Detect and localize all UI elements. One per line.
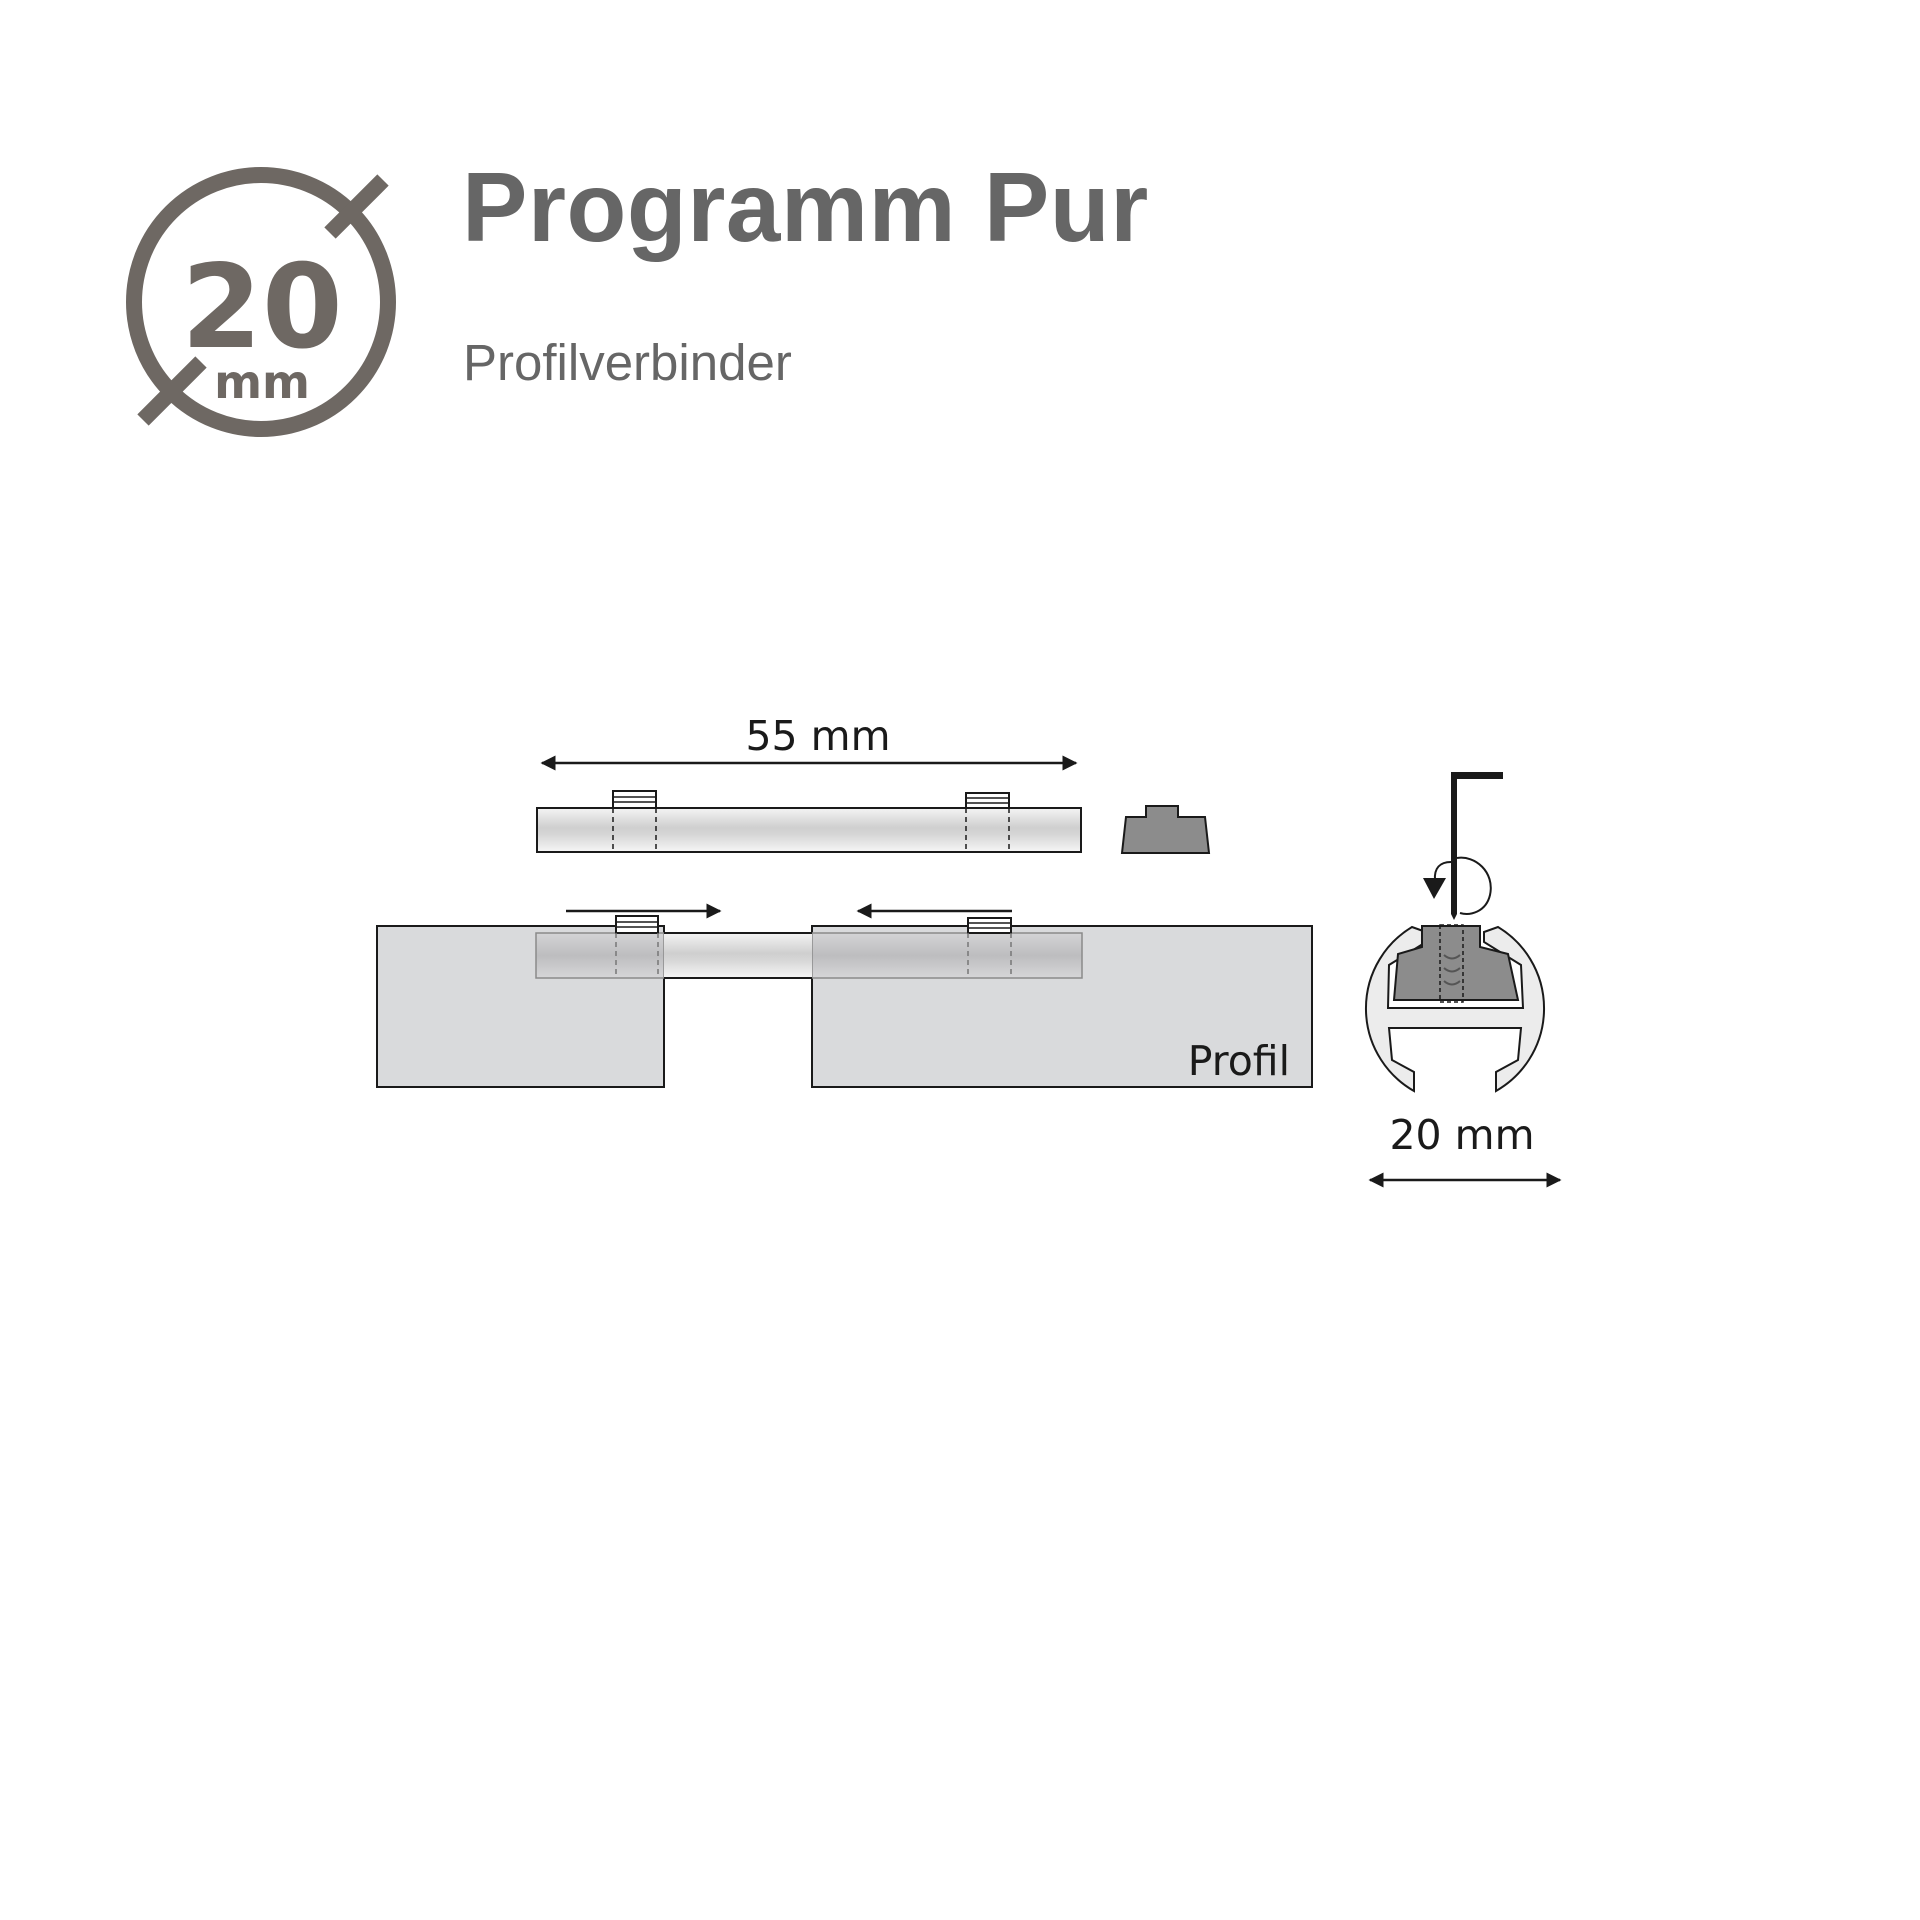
page-subtitle: Profilverbinder	[463, 334, 792, 391]
profile-label: Profil	[1188, 1037, 1290, 1085]
page-title: Programm Pur	[462, 152, 1149, 262]
set-screw-icon	[612, 790, 657, 852]
rotate-arrow-icon	[1423, 856, 1492, 915]
diameter-icon	[126, 167, 396, 437]
badge-value: 20	[181, 240, 342, 375]
profile-cross-section	[1364, 924, 1546, 1093]
connector-end-view	[1120, 805, 1211, 854]
profile-width-label: 20 mm	[1389, 1111, 1534, 1159]
hex-key-icon	[1451, 772, 1503, 920]
connector-bar	[536, 790, 1082, 853]
set-screw-icon	[965, 792, 1010, 852]
connector-inserted	[535, 915, 1083, 979]
connector-length-label: 55 mm	[745, 712, 890, 760]
badge-unit: mm	[214, 355, 310, 409]
